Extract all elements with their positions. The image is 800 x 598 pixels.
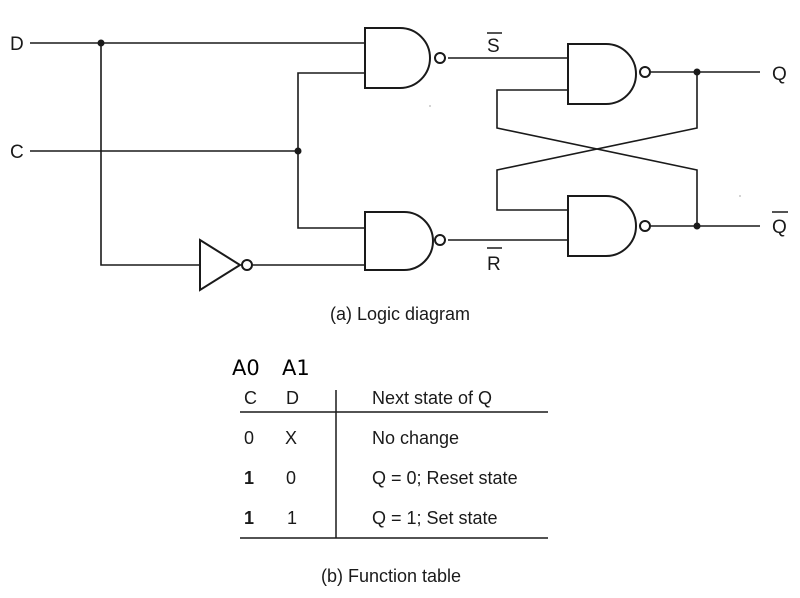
nand-gate-latch-top <box>567 43 651 105</box>
table-row-3-c: 1 <box>244 508 254 528</box>
input-d-label: D <box>10 34 24 55</box>
table-row-2-d: 0 <box>286 468 296 488</box>
function-table-caption: (b) Function table <box>321 566 461 586</box>
nand-gate-top-input <box>364 27 446 89</box>
table-row-1-next: No change <box>372 428 459 448</box>
logic-diagram-caption: (a) Logic diagram <box>330 304 470 324</box>
nand-gate-latch-bottom <box>567 195 651 257</box>
table-row-3-d: 1 <box>287 508 297 528</box>
junction-q <box>693 68 701 76</box>
table-row-2-next: Q = 0; Reset state <box>372 468 518 488</box>
scan-speck <box>429 105 431 107</box>
table-row-3-next: Q = 1; Set state <box>372 508 498 528</box>
junctions <box>97 39 701 230</box>
table-row-1-d: X <box>285 428 297 448</box>
junction-d <box>97 39 105 47</box>
r-bar-label: R <box>487 247 502 275</box>
junction-q-bar <box>693 222 701 230</box>
table-row-1-c: 0 <box>244 428 254 448</box>
inverter-gate <box>199 238 253 292</box>
s-bar-label: S <box>487 32 502 57</box>
junction-c <box>294 147 302 155</box>
table-header-d: D <box>286 388 299 408</box>
wire-cross-feedback-q-bar <box>496 89 698 226</box>
svg-text:Q: Q <box>772 217 787 238</box>
wire-d-branch-down <box>100 43 200 266</box>
scan-speck <box>739 195 741 197</box>
wire-cross-feedback-q <box>496 72 698 211</box>
table-header-c: C <box>244 388 257 408</box>
wire-c-to-gates <box>297 72 365 229</box>
input-c-label: C <box>10 142 24 163</box>
logic-diagram: D C <box>10 27 788 324</box>
svg-text:S: S <box>487 36 500 57</box>
function-table: A0 A1 C D Next state of Q 0 X No change … <box>232 356 548 586</box>
annotation-a1: A1 <box>282 356 310 380</box>
table-header-next-state: Next state of Q <box>372 388 492 408</box>
output-q-label: Q <box>772 64 787 85</box>
output-q-bar-label: Q <box>772 211 788 238</box>
svg-text:R: R <box>487 254 501 275</box>
table-row-2-c: 1 <box>244 468 254 488</box>
nand-gate-bottom-input <box>364 211 446 271</box>
annotation-a0: A0 <box>232 356 260 380</box>
